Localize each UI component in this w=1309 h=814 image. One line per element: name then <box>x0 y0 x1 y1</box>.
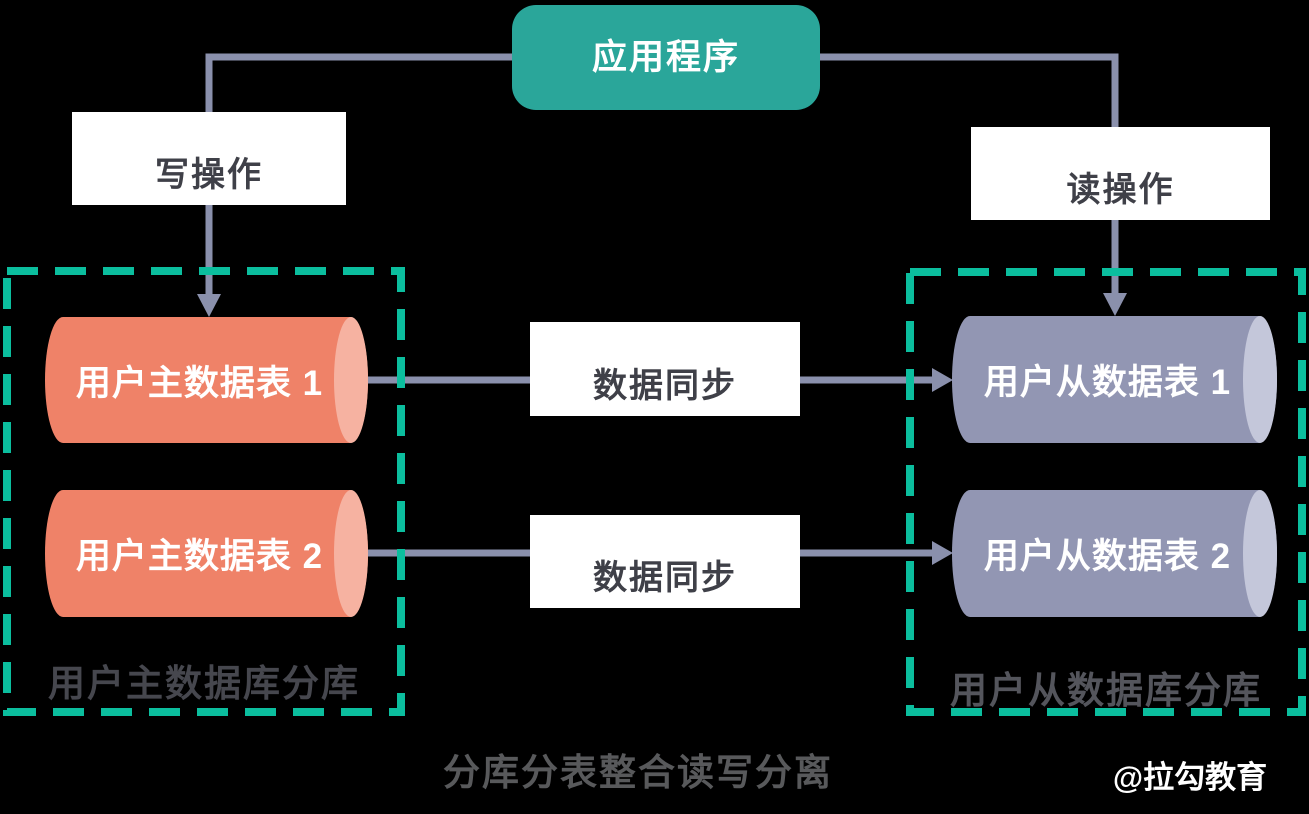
read-arrowhead-icon <box>1103 293 1127 316</box>
slave-table-2-label: 用户从数据表 2 <box>983 537 1232 576</box>
read-operation-label: 读操作 <box>1066 171 1175 209</box>
write-operation-label: 写操作 <box>155 156 263 194</box>
sync-arrowhead-1-icon <box>932 368 953 392</box>
data-sync-box-2: 数据同步 <box>530 515 800 608</box>
slave-group-border <box>906 268 1306 716</box>
slave-group-caption: 用户从数据库分库 <box>950 670 1262 711</box>
data-sync-label-1: 数据同步 <box>593 366 737 405</box>
slave-table-1-label: 用户从数据表 1 <box>983 363 1232 402</box>
cylinder-cap <box>1243 316 1277 443</box>
slave-table-2-cylinder: 用户从数据表 2 <box>952 490 1277 617</box>
watermark-text: @拉勾教育 <box>1112 760 1268 795</box>
application-box: 应用程序 <box>512 5 820 110</box>
write-operation-box: 写操作 <box>72 112 346 205</box>
master-table-1-cylinder: 用户主数据表 1 <box>45 317 368 443</box>
master-table-2-cylinder: 用户主数据表 2 <box>45 490 368 617</box>
slave-table-1-cylinder: 用户从数据表 1 <box>952 316 1277 443</box>
data-sync-label-2: 数据同步 <box>593 559 737 597</box>
master-table-1-label: 用户主数据表 1 <box>75 363 324 403</box>
application-label: 应用程序 <box>591 38 740 77</box>
write-path-line <box>205 53 513 298</box>
data-sync-box-1: 数据同步 <box>530 322 800 416</box>
read-operation-box: 读操作 <box>971 127 1270 220</box>
cylinder-cap <box>1243 490 1277 617</box>
master-group-caption: 用户主数据库分库 <box>48 663 360 704</box>
cylinder-cap <box>334 490 368 617</box>
sync-arrowhead-2-icon <box>932 541 953 565</box>
master-group-border <box>3 267 405 716</box>
cylinder-cap <box>334 317 368 443</box>
diagram-title-caption: 分库分表整合读写分离 <box>443 752 833 793</box>
master-table-2-label: 用户主数据表 2 <box>75 537 324 576</box>
write-arrowhead-icon <box>197 294 221 317</box>
